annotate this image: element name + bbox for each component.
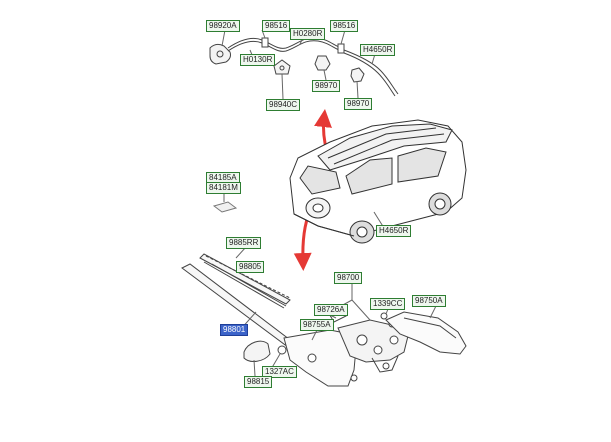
part-label-1339CC: 1339CC [370,298,406,310]
part-label-98700: 98700 [334,272,363,284]
part-label-H4650R-top: H4650R [360,44,396,56]
part-label-H4650R-vehicle: H4650R [376,225,412,237]
suv-illustration [289,119,467,244]
part-label-84181M: 84181M [206,182,241,194]
part-label-98726A: 98726A [314,304,348,316]
decal-part [212,192,238,213]
part-label-84185A: 84185A [206,172,240,184]
part-label-98516-left: 98516 [262,20,291,32]
part-label-98815: 98815 [244,376,273,388]
part-label-98940C: 98940C [266,99,301,111]
part-label-98920A: 98920A [206,20,240,32]
part-label-98516-right: 98516 [330,20,359,32]
wiper-assembly [181,246,467,387]
part-label-98805: 98805 [236,261,265,273]
part-label-98750A: 98750A [412,295,446,307]
washer-hose-assembly [209,29,399,100]
part-label-1327AC: 1327AC [262,366,297,378]
part-label-98970-left: 98970 [312,80,341,92]
part-label-98970-right: 98970 [344,98,373,110]
part-label-H0280R: H0280R [290,28,326,40]
part-label-9885RR: 9885RR [226,237,262,249]
part-label-98755A: 98755A [300,319,334,331]
part-label-98801-highlighted[interactable]: 98801 [220,324,249,336]
part-label-H0130R: H0130R [240,54,276,66]
